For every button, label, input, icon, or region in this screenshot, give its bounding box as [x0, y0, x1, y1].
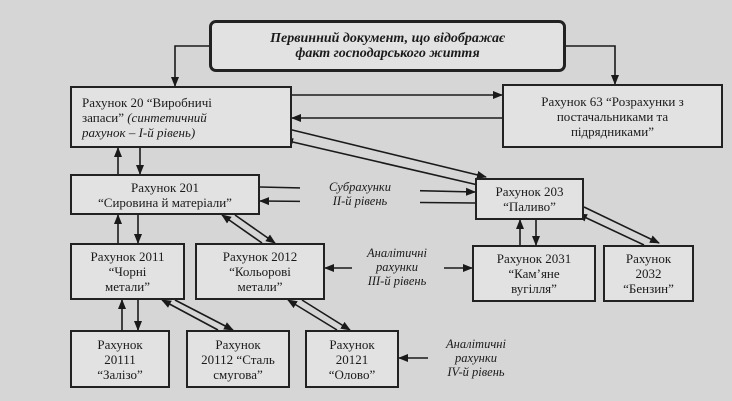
arrow-2032-to-203 [577, 213, 645, 246]
account-2012-line2: “Кольорові [229, 264, 291, 279]
account-63-box: Рахунок 63 “Розрахунки з постачальниками… [502, 84, 723, 148]
account-203-line2: “Паливо” [503, 199, 556, 214]
arrow-203-to-20 [283, 138, 479, 186]
arrow-203-to-2032 [583, 206, 660, 244]
primary-document-box: Первинний документ, що відображає факт г… [209, 20, 566, 72]
analytic-level-4-line3: IV-й рівень [447, 365, 505, 379]
account-20-line1: Рахунок 20 “Виробничі [82, 94, 212, 110]
account-2031-line1: Рахунок 2031 [496, 251, 572, 266]
account-2011-line3: метали” [105, 279, 150, 294]
account-203-box: Рахунок 203 “Паливо” [475, 178, 584, 220]
arrow-2011-to-20112 [174, 299, 234, 331]
account-2032-line3: “Бензин” [623, 281, 674, 296]
account-20-line2: запаси” (синтетичний [82, 110, 207, 125]
account-2031-line2: “Кам’яне [508, 266, 560, 281]
account-2032-line1: Рахунок [625, 251, 672, 266]
account-2031-line3: вугілля” [511, 281, 557, 296]
analytic-level-3-label: Аналітичні рахунки ІІІ-й рівень [346, 246, 448, 288]
account-203-line1: Рахунок 203 [495, 184, 564, 199]
analytic-level-4-line2: рахунки [455, 351, 497, 365]
arrow-20-to-203 [283, 127, 487, 179]
account-20111-line1: Рахунок [97, 336, 143, 352]
account-20121-line1: Рахунок [329, 336, 375, 352]
account-201-line1: Рахунок 201 [130, 179, 200, 195]
account-20112-line3: смугова” [213, 366, 263, 382]
subaccounts-level-line1: Субрахунки [328, 180, 392, 194]
arrow-20112-to-2011 [161, 299, 219, 331]
account-20112-box: Рахунок 20112 “Сталь смугова” [186, 330, 290, 388]
subaccounts-level-label: Субрахунки ІІ-й рівень [300, 180, 420, 208]
arrow-primary-to-63 [566, 45, 619, 85]
account-20-box: Рахунок 20 “Виробничі запаси” (синтетичн… [70, 86, 292, 148]
primary-document-line1: Первинний документ, що відображає [270, 31, 505, 46]
account-20111-line3: “Залізо” [97, 366, 143, 382]
analytic-level-3-line3: ІІІ-й рівень [367, 274, 427, 288]
arrow-2012-to-201 [221, 214, 263, 244]
account-63-line1: Рахунок 63 “Розрахунки з [541, 93, 684, 109]
account-2011-line2: “Чорні [108, 264, 147, 279]
account-201-box: Рахунок 201 “Сировина й матеріали” [70, 174, 260, 215]
account-20-line3: рахунок – І-й рівень) [82, 124, 196, 140]
analytic-level-4-label: Аналітичні рахунки IV-й рівень [426, 337, 526, 379]
analytic-level-4-line1: Аналітичні [446, 337, 506, 351]
account-20-line2b: (синтетичний [123, 109, 207, 125]
primary-document-line2: факт господарського життя [295, 46, 480, 61]
account-20-line2a: запаси” [82, 109, 124, 125]
subaccounts-level-line2: ІІ-й рівень [332, 194, 388, 208]
account-2011-line1: Рахунок 2011 [90, 249, 165, 264]
account-20112-line1: Рахунок [215, 336, 261, 352]
analytic-level-3-line1: Аналітичні [367, 246, 427, 260]
account-20111-box: Рахунок 20111 “Залізо” [70, 330, 170, 388]
account-201-line2: “Сировина й матеріали” [98, 194, 232, 210]
arrow-201-to-2012 [234, 214, 276, 244]
account-63-line2: постачальниками та [556, 108, 669, 124]
account-2012-line1: Рахунок 2012 [222, 249, 298, 264]
account-2032-box: Рахунок 2032 “Бензин” [603, 245, 694, 302]
arrow-primary-to-20 [171, 45, 209, 87]
account-2031-box: Рахунок 2031 “Кам’яне вугілля” [472, 245, 596, 302]
account-20111-line2: 20111 [104, 351, 136, 367]
account-2032-line2: 2032 [635, 266, 662, 281]
account-20121-box: Рахунок 20121 “Олово” [305, 330, 399, 388]
account-2012-box: Рахунок 2012 “Кольорові метали” [195, 243, 325, 300]
account-20121-line2: 20121 [335, 351, 369, 367]
account-20121-line3: “Олово” [328, 366, 376, 382]
account-63-line3: підрядниками” [570, 123, 655, 139]
analytic-level-3-line2: рахунки [376, 260, 418, 274]
account-2011-box: Рахунок 2011 “Чорні метали” [70, 243, 185, 300]
arrow-2012-to-20121 [301, 299, 351, 331]
account-2012-line3: метали” [237, 279, 283, 294]
arrow-20121-to-2012 [287, 299, 338, 331]
account-20112-line2: 20112 “Сталь [201, 351, 275, 367]
